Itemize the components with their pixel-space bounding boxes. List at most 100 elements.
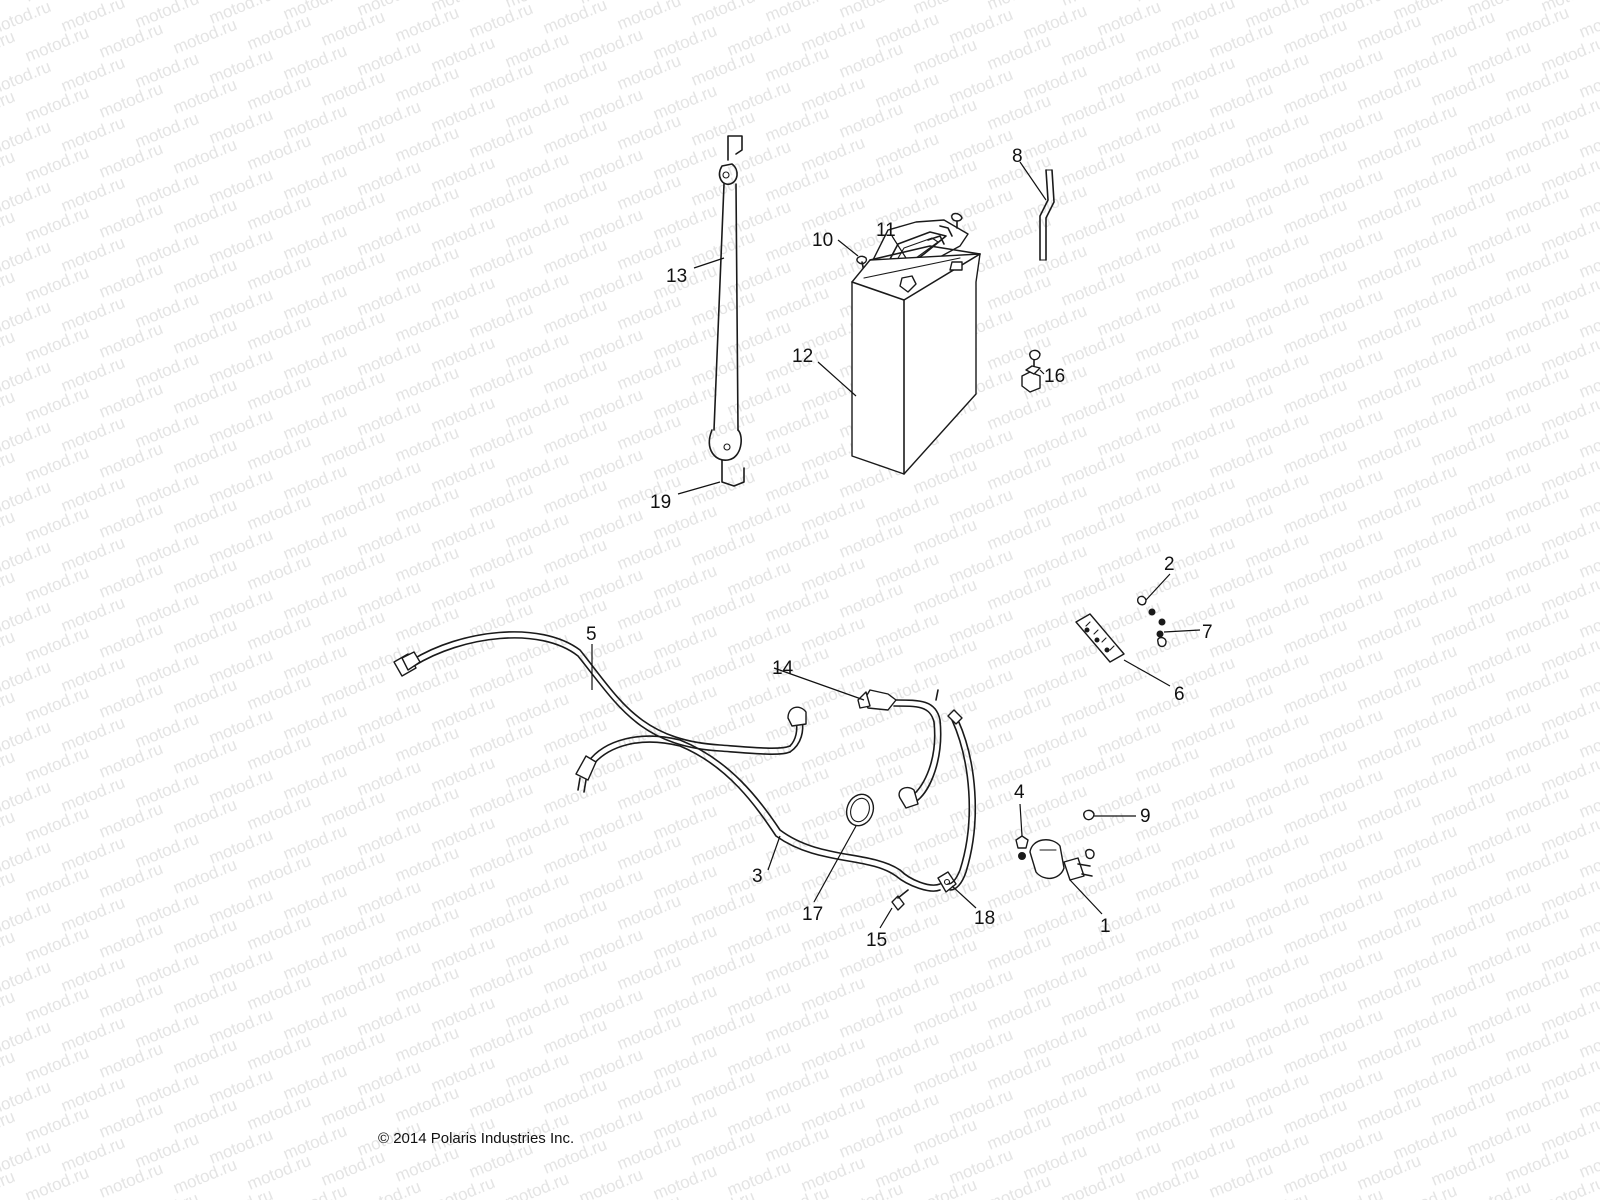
watermark-text: motod.ru bbox=[910, 1055, 979, 1098]
watermark-text: motod.ru bbox=[0, 1167, 18, 1200]
watermark-text: motod.ru bbox=[688, 1007, 757, 1050]
watermark-text: motod.ru bbox=[170, 915, 239, 958]
watermark-text: motod.ru bbox=[836, 639, 905, 682]
watermark-text: motod.ru bbox=[1354, 311, 1423, 354]
watermark-text: motod.ru bbox=[0, 387, 18, 430]
watermark-text: motod.ru bbox=[428, 1173, 497, 1200]
watermark-text: motod.ru bbox=[910, 1115, 979, 1158]
watermark-text: motod.ru bbox=[170, 855, 239, 898]
watermark-text: motod.ru bbox=[688, 947, 757, 990]
watermark-text: motod.ru bbox=[1464, 1177, 1533, 1200]
watermark-text: motod.ru bbox=[762, 523, 831, 566]
watermark-text: motod.ru bbox=[984, 931, 1053, 974]
watermark-text: motod.ru bbox=[1502, 783, 1571, 826]
watermark-text: motod.ru bbox=[1428, 307, 1497, 350]
watermark-text: motod.ru bbox=[96, 139, 165, 182]
watermark-text: motod.ru bbox=[1058, 687, 1127, 730]
watermark-text: motod.ru bbox=[1206, 259, 1275, 302]
watermark-text: motod.ru bbox=[22, 743, 91, 786]
watermark-text: motod.ru bbox=[984, 211, 1053, 254]
watermark-text: motod.ru bbox=[1058, 1107, 1127, 1150]
watermark-text: motod.ru bbox=[836, 759, 905, 802]
watermark-text: motod.ru bbox=[22, 1103, 91, 1146]
watermark-text: motod.ru bbox=[96, 499, 165, 542]
watermark-text: motod.ru bbox=[170, 675, 239, 718]
watermark-text: motod.ru bbox=[206, 1185, 275, 1200]
watermark-text: motod.ru bbox=[1502, 1023, 1571, 1066]
watermark-text: motod.ru bbox=[1538, 1173, 1600, 1200]
watermark-text: motod.ru bbox=[466, 479, 535, 522]
watermark-text: motod.ru bbox=[1280, 1095, 1349, 1138]
callout-19: 19 bbox=[650, 492, 671, 513]
watermark-text: motod.ru bbox=[836, 819, 905, 862]
watermark-text: motod.ru bbox=[1058, 1047, 1127, 1090]
watermark-text: motod.ru bbox=[0, 987, 18, 1030]
watermark-text: motod.ru bbox=[614, 891, 683, 934]
watermark-text: motod.ru bbox=[96, 379, 165, 422]
watermark-text: motod.ru bbox=[1428, 127, 1497, 170]
watermark-text: motod.ru bbox=[0, 927, 18, 970]
callout-8: 8 bbox=[1012, 146, 1023, 167]
watermark-text: motod.ru bbox=[244, 491, 313, 534]
watermark-text: motod.ru bbox=[836, 1179, 905, 1200]
watermark-text: motod.ru bbox=[96, 859, 165, 902]
watermark-text: motod.ru bbox=[1428, 667, 1497, 710]
watermark-text: motod.ru bbox=[354, 1177, 423, 1200]
watermark-text: motod.ru bbox=[1058, 567, 1127, 610]
watermark-text: motod.ru bbox=[22, 1163, 91, 1200]
watermark-text: motod.ru bbox=[0, 27, 18, 70]
watermark-text: motod.ru bbox=[22, 563, 91, 606]
watermark-text: motod.ru bbox=[1058, 27, 1127, 70]
watermark-text: motod.ru bbox=[1502, 663, 1571, 706]
watermark-text: motod.ru bbox=[170, 15, 239, 58]
watermark-text: motod.ru bbox=[244, 71, 313, 114]
watermark-text: motod.ru bbox=[762, 43, 831, 86]
watermark-text: motod.ru bbox=[170, 1095, 239, 1138]
watermark-text: motod.ru bbox=[1058, 327, 1127, 370]
watermark-text: motod.ru bbox=[244, 1151, 313, 1194]
watermark-text: motod.ru bbox=[576, 1165, 645, 1200]
watermark-text: motod.ru bbox=[244, 371, 313, 414]
watermark-text: motod.ru bbox=[392, 1083, 461, 1126]
watermark-text: motod.ru bbox=[1502, 903, 1571, 946]
watermark-text: motod.ru bbox=[1354, 1151, 1423, 1194]
watermark-text: motod.ru bbox=[984, 691, 1053, 734]
watermark-text: motod.ru bbox=[96, 1099, 165, 1142]
watermark-text: motod.ru bbox=[96, 1159, 165, 1200]
watermark-text: motod.ru bbox=[1058, 1167, 1127, 1200]
watermark-text: motod.ru bbox=[614, 1191, 683, 1200]
watermark-text: motod.ru bbox=[1354, 371, 1423, 414]
watermark-text: motod.ru bbox=[762, 943, 831, 986]
watermark-text: motod.ru bbox=[984, 31, 1053, 74]
watermark-text: motod.ru bbox=[96, 1039, 165, 1082]
watermark-text: motod.ru bbox=[614, 771, 683, 814]
watermark-text: motod.ru bbox=[1058, 87, 1127, 130]
watermark-text: motod.ru bbox=[614, 0, 683, 34]
watermark-text: motod.ru bbox=[1502, 123, 1571, 166]
watermark-text: motod.ru bbox=[1206, 319, 1275, 362]
watermark-text: motod.ru bbox=[244, 551, 313, 594]
watermark-text: motod.ru bbox=[318, 187, 387, 230]
watermark-text: motod.ru bbox=[1354, 911, 1423, 954]
watermark-text: motod.ru bbox=[318, 847, 387, 890]
watermark-text: motod.ru bbox=[1502, 243, 1571, 286]
watermark-text: motod.ru bbox=[614, 51, 683, 94]
watermark-text: motod.ru bbox=[392, 183, 461, 226]
watermark-text: motod.ru bbox=[1280, 315, 1349, 358]
watermark-text: motod.ru bbox=[1206, 1039, 1275, 1082]
watermark-text: motod.ru bbox=[910, 635, 979, 678]
watermark-text: motod.ru bbox=[466, 0, 535, 42]
watermark-text: motod.ru bbox=[318, 1027, 387, 1070]
watermark-text: motod.ru bbox=[466, 839, 535, 882]
watermark-text: motod.ru bbox=[318, 667, 387, 710]
watermark-text: motod.ru bbox=[1280, 435, 1349, 478]
callout-10: 10 bbox=[812, 230, 833, 251]
watermark-text: motod.ru bbox=[1132, 743, 1201, 786]
callout-15: 15 bbox=[866, 930, 887, 951]
watermark-text: motod.ru bbox=[244, 1031, 313, 1074]
watermark-text: motod.ru bbox=[244, 251, 313, 294]
watermark-text: motod.ru bbox=[466, 959, 535, 1002]
watermark-text: motod.ru bbox=[392, 123, 461, 166]
watermark-text: motod.ru bbox=[0, 207, 18, 250]
callout-7: 7 bbox=[1202, 622, 1213, 643]
